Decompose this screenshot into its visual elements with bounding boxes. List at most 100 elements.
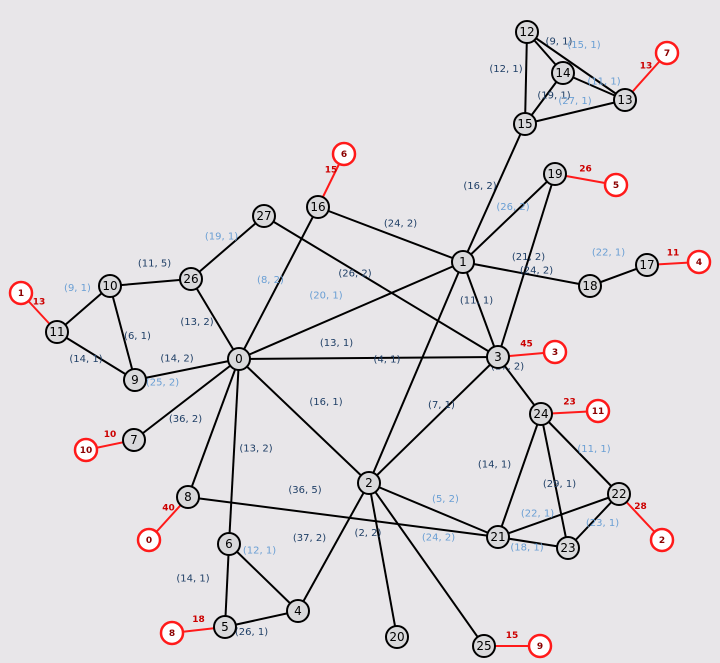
node-26[interactable]: 26	[179, 267, 203, 291]
node-22[interactable]: 22	[607, 482, 631, 506]
node-2[interactable]: 2	[357, 471, 381, 495]
terminal-6[interactable]: 6	[331, 141, 357, 167]
terminal-5[interactable]: 5	[603, 172, 629, 198]
terminal-4[interactable]: 4	[686, 249, 712, 275]
terminal-9[interactable]: 9	[527, 633, 553, 659]
terminal-0[interactable]: 0	[136, 527, 162, 553]
terminal-label-0: 0	[146, 536, 152, 546]
node-13[interactable]: 13	[613, 88, 637, 112]
terminal-label-5: 5	[613, 181, 619, 191]
node-17[interactable]: 17	[635, 253, 659, 277]
edge-15-1	[462, 123, 526, 263]
node-label-15: 15	[517, 117, 532, 131]
edge-2-4	[297, 482, 370, 612]
node-12[interactable]: 12	[515, 20, 539, 44]
edge-label-3-2: (7, 1)	[428, 400, 455, 411]
node-label-4: 4	[294, 604, 302, 618]
node-9[interactable]: 9	[123, 368, 147, 392]
node-1[interactable]: 1	[451, 250, 475, 274]
edge-9-0	[134, 358, 240, 381]
node-0[interactable]: 0	[227, 347, 251, 371]
edge-1-18	[462, 261, 591, 287]
edge-8-21	[187, 496, 499, 538]
node-label-20: 20	[389, 630, 404, 644]
terminal-1[interactable]: 1	[8, 280, 34, 306]
edge-label-0-6: (13, 2)	[239, 444, 272, 455]
terminal-8[interactable]: 8	[159, 620, 185, 646]
edge-label-1-0: (20, 1)	[309, 291, 342, 302]
node-25[interactable]: 25	[472, 634, 496, 658]
edge-16-1	[317, 206, 464, 263]
edge-10-26	[109, 278, 192, 287]
node-27[interactable]: 27	[252, 204, 276, 228]
edge-label-24-22: (11, 1)	[577, 444, 610, 455]
edge-label-22-23: (23, 1)	[586, 518, 619, 529]
node-20[interactable]: 20	[385, 625, 409, 649]
terminal-label-9: 9	[537, 642, 543, 652]
node-15[interactable]: 15	[513, 112, 537, 136]
node-24[interactable]: 24	[529, 402, 553, 426]
edge-21-22	[497, 493, 620, 538]
edge-label-10-26: (11, 5)	[138, 259, 171, 270]
node-6[interactable]: 6	[217, 532, 241, 556]
terminal-label-11: 11	[592, 407, 605, 417]
demand-label-9: 15	[506, 631, 519, 641]
node-11[interactable]: 11	[45, 320, 69, 344]
node-23[interactable]: 23	[556, 536, 580, 560]
edge-label-8-21: (36, 5)	[288, 485, 321, 496]
edge-12-15	[524, 31, 528, 125]
node-label-19: 19	[547, 167, 562, 181]
edge-label-5-4: (26, 1)	[235, 627, 268, 638]
edge-label-6-4: (12, 1)	[243, 546, 276, 557]
terminal-label-4: 4	[696, 258, 702, 268]
edge-label-0-7: (25, 2)	[146, 378, 179, 389]
terminal-label-6: 6	[341, 150, 347, 160]
node-19[interactable]: 19	[543, 162, 567, 186]
terminal-2[interactable]: 2	[649, 527, 675, 553]
node-8[interactable]: 8	[176, 485, 200, 509]
terminal-11[interactable]: 11	[585, 398, 611, 424]
node-label-3: 3	[494, 350, 502, 364]
node-18[interactable]: 18	[578, 274, 602, 298]
demand-label-0: 40	[162, 504, 175, 514]
terminal-label-10: 10	[80, 446, 93, 456]
node-10[interactable]: 10	[98, 274, 122, 298]
edge-12-13	[526, 31, 626, 101]
demand-label-4: 11	[667, 249, 680, 259]
terminal-10[interactable]: 10	[73, 437, 99, 463]
edge-label-16-1: (24, 2)	[384, 219, 417, 230]
node-label-17: 17	[639, 258, 654, 272]
node-5[interactable]: 5	[213, 615, 237, 639]
edge-label-12-13: (15, 1)	[567, 40, 600, 51]
node-14[interactable]: 14	[551, 61, 575, 85]
edge-16-0	[238, 206, 319, 360]
edge-label-11-9: (14, 1)	[69, 354, 102, 365]
demand-label-5: 26	[579, 165, 592, 175]
edge-label-12-14: (9, 1)	[546, 37, 573, 48]
node-label-25: 25	[476, 639, 491, 653]
edge-1-0	[238, 261, 464, 360]
edge-label-19-3: (24, 2)	[520, 266, 553, 277]
node-label-5: 5	[221, 620, 229, 634]
edge-0-6	[228, 358, 240, 545]
edge-24-22	[540, 413, 620, 495]
node-7[interactable]: 7	[122, 428, 146, 452]
node-label-14: 14	[555, 66, 570, 80]
node-label-12: 12	[519, 25, 534, 39]
node-21[interactable]: 21	[486, 525, 510, 549]
node-4[interactable]: 4	[286, 599, 310, 623]
edge-label-2-21: (5, 2)	[432, 494, 459, 505]
node-label-22: 22	[611, 487, 626, 501]
node-3[interactable]: 3	[486, 345, 510, 369]
edge-15-13	[524, 99, 626, 125]
edge-27-3	[263, 215, 499, 358]
node-16[interactable]: 16	[306, 195, 330, 219]
node-label-0: 0	[235, 352, 243, 366]
edge-label-1-18: (21, 2)	[512, 252, 545, 263]
edge-label-21-23: (18, 1)	[510, 543, 543, 554]
terminal-7[interactable]: 7	[654, 40, 680, 66]
edge-label-10-11: (9, 1)	[64, 283, 91, 294]
edge-label-10-9: (6, 1)	[124, 331, 151, 342]
terminal-3[interactable]: 3	[542, 339, 568, 365]
demand-label-11: 23	[563, 398, 576, 408]
